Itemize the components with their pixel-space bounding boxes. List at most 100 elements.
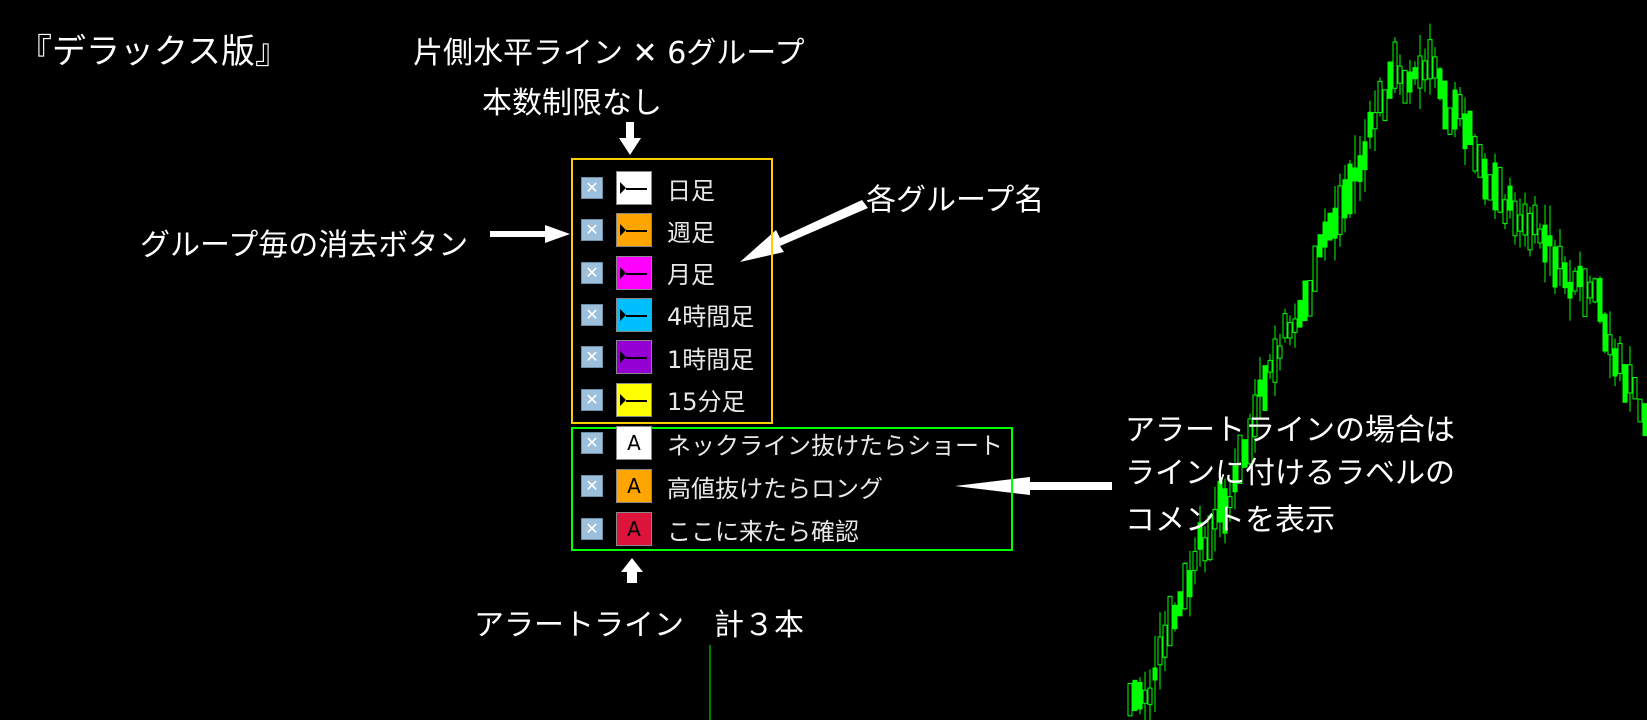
group-row: ✕ 週足 [581,212,715,248]
annotation-delete-buttons: グループ毎の消去ボタン [140,228,469,263]
candle-body [1332,207,1338,239]
candle-body [1182,562,1188,610]
candle-body [1207,515,1213,561]
candle-body [1637,398,1643,423]
candle-body [1462,113,1468,150]
candle-body [1142,689,1148,704]
candle-body [1292,318,1298,333]
candle-body [1437,68,1443,100]
alert-label-button[interactable]: A [616,469,652,503]
candle-body [1502,199,1508,225]
candle-body [1307,280,1313,317]
candle-body [1547,235,1553,247]
alert-label-button[interactable]: A [616,426,652,460]
candle-body [1157,636,1163,666]
candle-body [1447,107,1453,135]
candle-body [1642,403,1647,437]
alert-row: ✕ A ネックライン抜けたらショート [581,425,1003,461]
candle-body [1507,185,1513,211]
line-color-button[interactable] [616,255,652,290]
candle-body [1397,65,1403,84]
group-label: 日足 [667,176,715,205]
candle-body [1387,61,1393,99]
delete-button[interactable]: ✕ [581,518,603,540]
delete-button[interactable]: ✕ [581,346,603,369]
candle-body [1612,348,1618,377]
candle-body [1532,204,1538,236]
line-color-button[interactable] [616,213,652,248]
line-marker-icon [620,351,626,364]
line-color-button[interactable] [616,297,652,332]
alert-icon: A [627,517,641,541]
line-color-button[interactable] [616,382,652,417]
candle-body [1167,595,1173,647]
candle-body [1617,343,1623,374]
group-row: ✕ 1時間足 [581,339,754,375]
candle-body [1342,179,1348,219]
line-marker-icon [620,266,626,279]
candle-body [1217,480,1223,523]
group-row: ✕ 4時間足 [581,297,754,333]
candle-body [1212,508,1218,530]
candle-body [1267,360,1273,373]
candle-body [1147,687,1153,705]
delete-button[interactable]: ✕ [581,475,603,497]
line-color-button[interactable] [616,340,652,375]
candle-body [1457,94,1463,120]
candle-body [1542,224,1548,263]
candle-body [1327,212,1333,241]
delete-button[interactable]: ✕ [581,177,603,199]
candle-body [1432,56,1438,79]
candle-body [1302,280,1308,322]
candle-body [1587,281,1593,299]
candle-body [1367,111,1373,138]
group-label: 1時間足 [667,345,755,374]
delete-button[interactable]: ✕ [581,388,603,411]
alert-label-button[interactable]: A [616,512,652,546]
candle-body [1442,80,1448,130]
candle-body [1392,41,1398,89]
candle-body [1287,322,1293,339]
candle-body [1512,200,1518,237]
annotation-alert-comment-2: ラインに付けるラベルの [1125,456,1455,491]
candle-body [1257,379,1263,397]
line-icon [626,314,647,317]
alert-row: ✕ A 高値抜けたらロング [581,468,883,504]
candle-body [1427,39,1433,80]
header-line1: 片側水平ライン ✕ 6グループ [413,36,805,71]
candle-body [1222,488,1228,534]
candle-body [1632,377,1638,400]
candle-body [1232,465,1238,493]
delete-button[interactable]: ✕ [581,303,603,326]
candle-body [1517,214,1523,232]
line-color-button[interactable] [616,171,652,205]
candle-body [1422,60,1428,81]
candle-body [1537,228,1543,244]
candle-body [1192,550,1198,571]
candle-body [1582,268,1588,318]
candle-body [1227,496,1233,509]
candle-body [1552,246,1558,288]
candle-body [1277,345,1283,359]
line-marker-icon [620,308,626,321]
candle-body [1162,624,1168,658]
annotation-alert-comment-3: コメントを表示 [1125,503,1335,538]
delete-button[interactable]: ✕ [581,432,603,454]
candle-body [1572,270,1578,292]
candle-body [1352,167,1358,182]
candle-body [1622,364,1628,403]
candle-body [1262,365,1268,411]
candle-body [1477,144,1483,178]
alert-label: ここに来たら確認 [667,517,859,546]
candle-body [1237,434,1243,484]
delete-button[interactable]: ✕ [581,219,603,242]
page-title: 『デラックス版』 [18,32,289,72]
candle-body [1467,110,1473,146]
candle-body [1557,245,1563,270]
candle-body [1357,155,1363,182]
candle-body [1252,394,1258,438]
candle-body [1592,278,1598,303]
delete-button[interactable]: ✕ [581,261,603,284]
candle-body [1297,300,1303,328]
candle-body [1197,522,1203,550]
